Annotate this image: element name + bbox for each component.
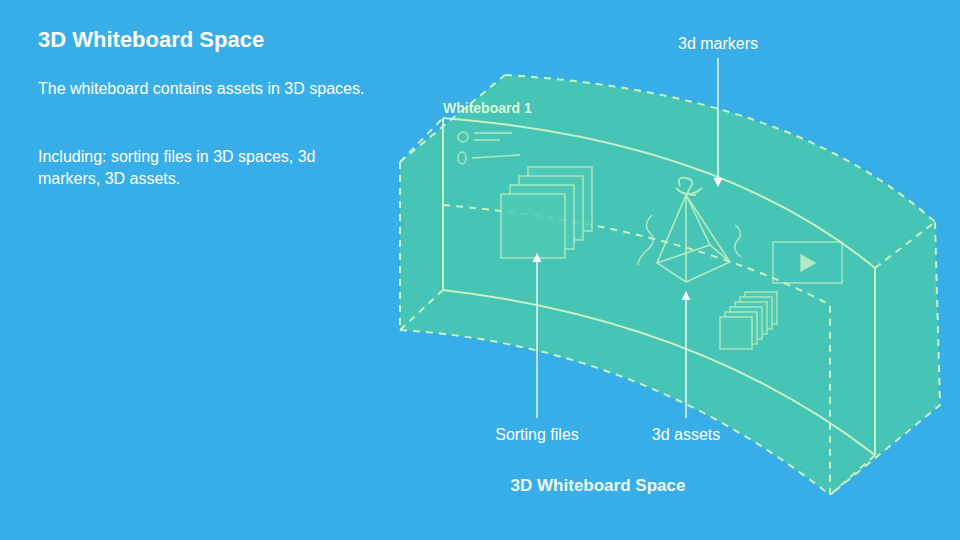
connect-edge [830, 455, 875, 495]
video-panel [773, 242, 842, 283]
icon-lines [474, 133, 512, 140]
board-title: Whiteboard 1 [443, 99, 532, 118]
leader-line [536, 254, 537, 418]
file-card [720, 317, 752, 349]
front-top-edge [443, 118, 875, 268]
marker-stroke [735, 225, 741, 257]
connect-edge [875, 222, 935, 268]
icon-circle [458, 152, 466, 164]
file-card [501, 194, 565, 258]
slide-title: 3D Whiteboard Space [38, 27, 264, 53]
callout-label: 3d assets [652, 424, 720, 446]
marker-squiggle [676, 178, 702, 195]
right-outer-edge [830, 222, 940, 495]
front-left-edge [442, 118, 444, 290]
callout-label: 3d markers [678, 33, 758, 55]
icon-circle [458, 132, 468, 142]
connect-edge [400, 118, 443, 162]
volume-fill [400, 75, 940, 495]
icon-lines [472, 155, 520, 158]
content-icons [458, 132, 842, 349]
leader-line [685, 292, 686, 418]
body-text: The whiteboard contains assets in 3D spa… [38, 78, 378, 100]
pyramid-asset [657, 195, 730, 282]
front-right-edge [874, 268, 876, 455]
bottom-outer-edge [400, 330, 830, 495]
figure-caption: 3D Whiteboard Space [511, 476, 686, 496]
front-bottom-edge [443, 290, 875, 455]
volume-edges [400, 75, 940, 495]
connect-edge [400, 290, 443, 330]
leader-line [717, 58, 718, 186]
leader-lines [537, 58, 718, 418]
body-text: Including: sorting files in 3D spaces, 3… [38, 146, 378, 189]
marker-stroke [638, 215, 653, 265]
left-edge [399, 162, 401, 330]
callout-label: Sorting files [495, 424, 579, 446]
play-icon [801, 255, 815, 271]
